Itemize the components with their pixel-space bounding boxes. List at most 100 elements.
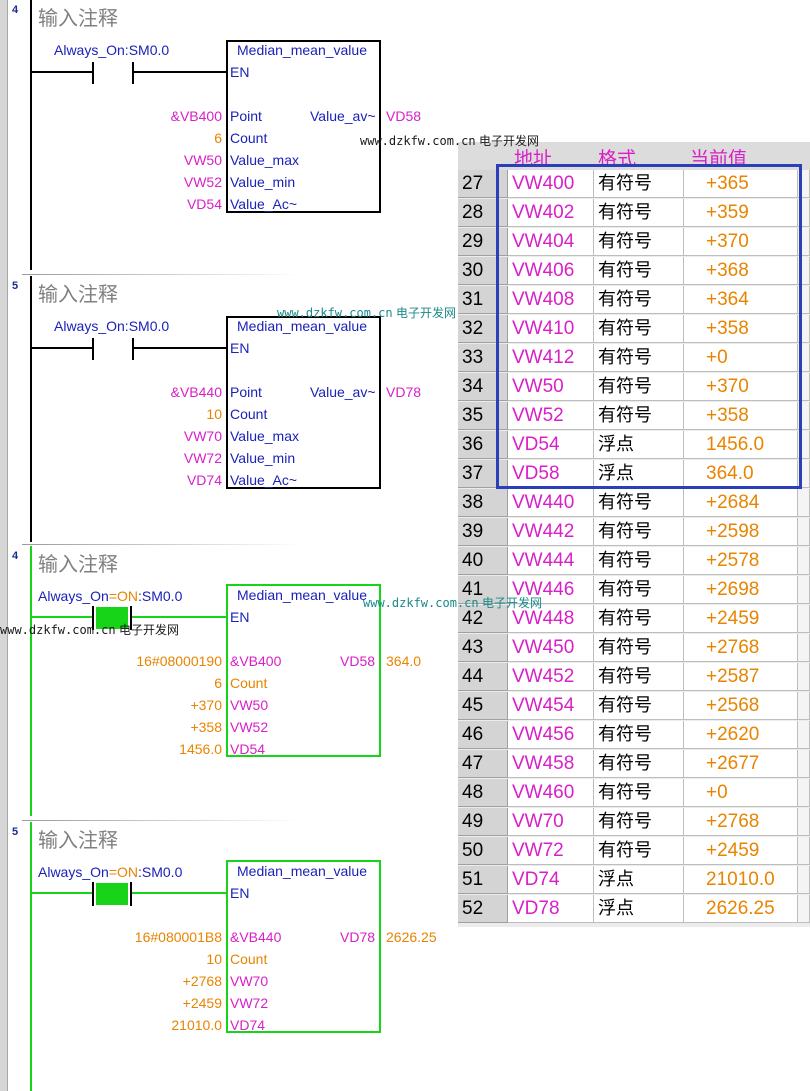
format-cell[interactable]: 有符号 <box>594 779 684 807</box>
current-value-cell[interactable]: +2568 <box>684 692 798 720</box>
output-arg[interactable]: VD78 <box>386 384 422 400</box>
format-cell[interactable]: 有符号 <box>594 199 684 227</box>
address-cell[interactable]: VW410 <box>508 315 594 343</box>
address-cell[interactable]: VW450 <box>508 634 594 662</box>
contact-right-bar[interactable] <box>132 62 134 84</box>
current-value-cell[interactable]: +2684 <box>684 489 798 517</box>
address-cell[interactable]: VW70 <box>508 808 594 836</box>
network-4-monitor[interactable]: 4 输入注释 Always_On=ON:SM0.0 Median_mean_va… <box>8 546 458 816</box>
current-value-cell[interactable]: +2768 <box>684 808 798 836</box>
output-arg[interactable]: VD58 <box>386 108 422 124</box>
network-comment[interactable]: 输入注释 <box>38 6 118 30</box>
network-comment[interactable]: 输入注释 <box>38 552 118 576</box>
format-cell[interactable]: 有符号 <box>594 692 684 720</box>
current-value-cell[interactable]: +2578 <box>684 547 798 575</box>
address-cell[interactable]: VD54 <box>508 431 594 459</box>
current-value-cell[interactable]: +2698 <box>684 576 798 604</box>
format-cell[interactable]: 有符号 <box>594 605 684 633</box>
format-cell[interactable]: 有符号 <box>594 344 684 372</box>
address-cell[interactable]: VW458 <box>508 750 594 778</box>
address-cell[interactable]: VW456 <box>508 721 594 749</box>
current-value-cell[interactable]: +365 <box>684 170 798 198</box>
format-cell[interactable]: 有符号 <box>594 286 684 314</box>
current-value-cell[interactable]: 364.0 <box>684 460 798 488</box>
address-cell[interactable]: VD78 <box>508 895 594 923</box>
format-cell[interactable]: 有符号 <box>594 228 684 256</box>
input-arg[interactable]: &VB440 <box>170 384 222 400</box>
median-mean-value-block[interactable] <box>226 860 381 1033</box>
current-value-cell[interactable]: +358 <box>684 402 798 430</box>
new-value-cell[interactable] <box>798 750 810 778</box>
current-value-cell[interactable]: +0 <box>684 779 798 807</box>
address-cell[interactable]: VW452 <box>508 663 594 691</box>
address-cell[interactable]: VD58 <box>508 460 594 488</box>
address-cell[interactable]: VW402 <box>508 199 594 227</box>
contact-left-bar[interactable] <box>92 62 94 84</box>
format-cell[interactable]: 有符号 <box>594 837 684 865</box>
address-cell[interactable]: VW448 <box>508 605 594 633</box>
format-cell[interactable]: 浮点 <box>594 866 684 894</box>
address-cell[interactable]: VW400 <box>508 170 594 198</box>
new-value-cell[interactable] <box>798 576 810 604</box>
network-5-editor[interactable]: 5 输入注释 Always_On:SM0.0 Median_mean_value… <box>8 276 458 542</box>
network-comment[interactable]: 输入注释 <box>38 828 118 852</box>
new-value-cell[interactable] <box>798 779 810 807</box>
address-cell[interactable]: VW444 <box>508 547 594 575</box>
current-value-cell[interactable]: +370 <box>684 373 798 401</box>
address-cell[interactable]: VW412 <box>508 344 594 372</box>
current-value-cell[interactable]: 21010.0 <box>684 866 798 894</box>
current-value-cell[interactable]: +2587 <box>684 663 798 691</box>
current-value-cell[interactable]: +359 <box>684 199 798 227</box>
format-cell[interactable]: 有符号 <box>594 750 684 778</box>
contact-right-bar[interactable] <box>132 338 134 360</box>
current-value-cell[interactable]: +0 <box>684 344 798 372</box>
address-cell[interactable]: VW440 <box>508 489 594 517</box>
median-mean-value-block[interactable] <box>226 40 381 213</box>
format-cell[interactable]: 有符号 <box>594 634 684 662</box>
input-arg[interactable]: VW70 <box>183 428 222 444</box>
median-mean-value-block[interactable] <box>226 584 381 757</box>
new-value-cell[interactable] <box>798 489 810 517</box>
format-cell[interactable]: 有符号 <box>594 170 684 198</box>
address-cell[interactable]: VW454 <box>508 692 594 720</box>
format-cell[interactable]: 有符号 <box>594 721 684 749</box>
current-value-cell[interactable]: +2459 <box>684 837 798 865</box>
format-cell[interactable]: 有符号 <box>594 315 684 343</box>
format-cell[interactable]: 有符号 <box>594 547 684 575</box>
new-value-cell[interactable] <box>798 866 810 894</box>
format-cell[interactable]: 有符号 <box>594 518 684 546</box>
network-4-editor[interactable]: 4 输入注释 Always_On:SM0.0 Median_mean_value… <box>8 0 458 270</box>
address-cell[interactable]: VD74 <box>508 866 594 894</box>
input-arg[interactable]: 6 <box>214 130 222 146</box>
input-arg[interactable]: VW72 <box>183 450 222 466</box>
format-cell[interactable]: 浮点 <box>594 431 684 459</box>
contact-right-bar[interactable] <box>130 882 132 906</box>
format-cell[interactable]: 有符号 <box>594 257 684 285</box>
format-cell[interactable]: 有符号 <box>594 402 684 430</box>
format-cell[interactable]: 有符号 <box>594 576 684 604</box>
current-value-cell[interactable]: +368 <box>684 257 798 285</box>
current-value-cell[interactable]: 2626.25 <box>684 895 798 923</box>
format-cell[interactable]: 有符号 <box>594 663 684 691</box>
contact-left-bar[interactable] <box>92 606 94 630</box>
new-value-cell[interactable] <box>798 837 810 865</box>
new-value-cell[interactable] <box>798 721 810 749</box>
contact-left-bar[interactable] <box>92 882 94 906</box>
